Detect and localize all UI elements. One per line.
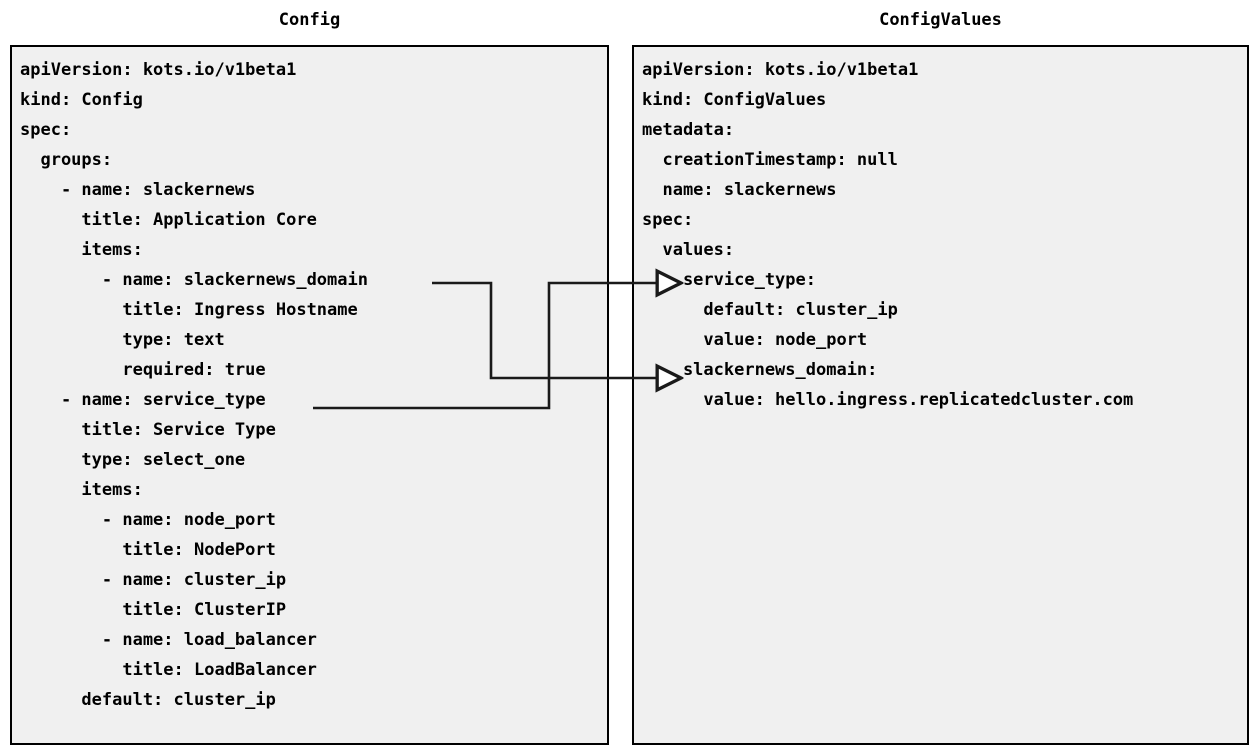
config-panel-title: Config bbox=[278, 10, 341, 30]
config-yaml-line: - name: service_type bbox=[20, 390, 266, 410]
config-yaml-line: items: bbox=[20, 480, 143, 500]
config-yaml-line: title: LoadBalancer bbox=[20, 660, 317, 680]
configvalues-panel: apiVersion: kots.io/v1beta1 kind: ConfigV… bbox=[632, 45, 1249, 745]
config-yaml-block: apiVersion: kots.io/v1beta1 kind: Config s… bbox=[20, 55, 603, 715]
config-yaml-line: spec: bbox=[20, 120, 72, 140]
configvalues-yaml-line: kind: ConfigValues bbox=[642, 90, 827, 110]
configvalues-yaml-line: service_type: bbox=[642, 270, 816, 290]
config-yaml-line: default: cluster_ip bbox=[20, 690, 276, 710]
configvalues-yaml-line: value: node_port bbox=[642, 330, 868, 350]
config-yaml-line: title: Service Type bbox=[20, 420, 276, 440]
config-yaml-line: title: Ingress Hostname bbox=[20, 300, 358, 320]
config-yaml-line: type: select_one bbox=[20, 450, 246, 470]
configvalues-yaml-line: creationTimestamp: null bbox=[642, 150, 898, 170]
configvalues-yaml-line: metadata: bbox=[642, 120, 735, 140]
config-yaml-line: - name: cluster_ip bbox=[20, 570, 287, 590]
configvalues-yaml-line: slackernews_domain: bbox=[642, 360, 878, 380]
config-yaml-line: title: ClusterIP bbox=[20, 600, 287, 620]
config-yaml-line: apiVersion: kots.io/v1beta1 bbox=[20, 60, 297, 80]
config-yaml-line: title: NodePort bbox=[20, 540, 276, 560]
config-yaml-line: type: text bbox=[20, 330, 225, 350]
configvalues-yaml-line: spec: bbox=[642, 210, 694, 230]
config-yaml-line: items: bbox=[20, 240, 143, 260]
config-yaml-line: kind: Config bbox=[20, 90, 143, 110]
config-yaml-line: title: Application Core bbox=[20, 210, 317, 230]
config-panel: apiVersion: kots.io/v1beta1 kind: Config s… bbox=[10, 45, 609, 745]
configvalues-yaml-line: apiVersion: kots.io/v1beta1 bbox=[642, 60, 919, 80]
config-yaml-line: - name: load_balancer bbox=[20, 630, 317, 650]
config-yaml-line: - name: node_port bbox=[20, 510, 276, 530]
configvalues-yaml-block: apiVersion: kots.io/v1beta1 kind: ConfigV… bbox=[642, 55, 1243, 415]
config-yaml-line: - name: slackernews bbox=[20, 180, 256, 200]
configvalues-panel-title: ConfigValues bbox=[879, 10, 1002, 30]
configvalues-yaml-line: values: bbox=[642, 240, 735, 260]
configvalues-yaml-line: value: hello.ingress.replicatedcluster.c… bbox=[642, 390, 1134, 410]
configvalues-yaml-line: name: slackernews bbox=[642, 180, 837, 200]
config-yaml-line: required: true bbox=[20, 360, 266, 380]
config-yaml-line: groups: bbox=[20, 150, 113, 170]
config-yaml-line: - name: slackernews_domain bbox=[20, 270, 368, 290]
configvalues-yaml-line: default: cluster_ip bbox=[642, 300, 898, 320]
